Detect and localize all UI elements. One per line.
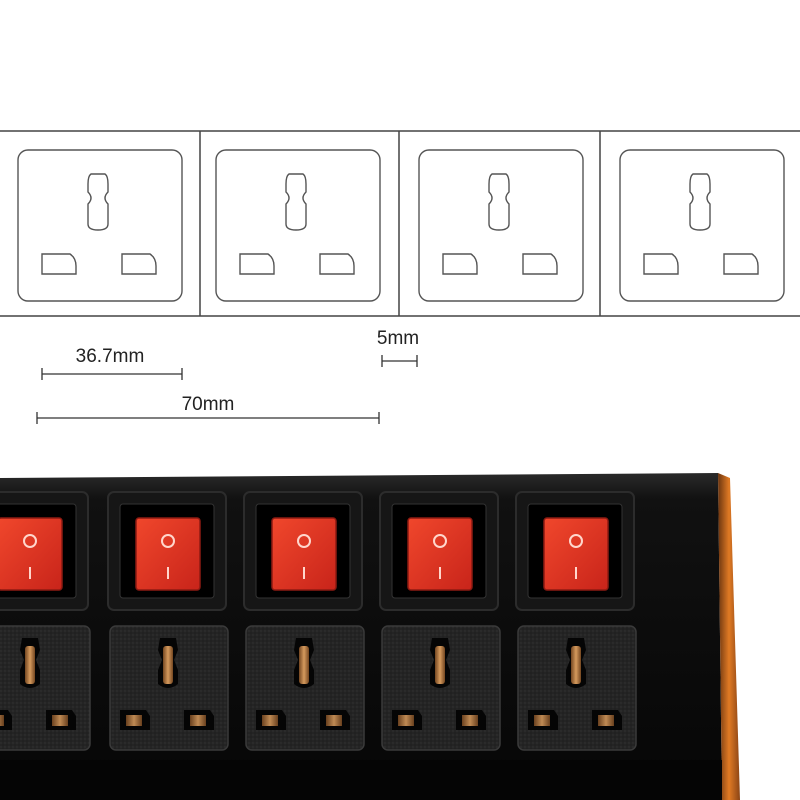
live-pin-outline bbox=[723, 253, 759, 275]
strip-end-cap bbox=[718, 473, 740, 800]
rocker-switch-icon[interactable] bbox=[243, 491, 363, 611]
earth-pin-outline bbox=[87, 173, 109, 231]
socket-outline bbox=[215, 149, 381, 302]
earth-pin-outline bbox=[285, 173, 307, 231]
live-pin-outline bbox=[41, 253, 77, 275]
socket-outline-diagram: 36.7mm 5mm 70mm bbox=[0, 130, 800, 424]
dimension-socket-width: 36.7mm bbox=[41, 346, 183, 380]
power-strip-photo bbox=[0, 473, 800, 800]
dimension-label-socket-width: 36.7mm bbox=[76, 346, 145, 367]
dimension-gap: 5mm bbox=[377, 328, 419, 367]
socket-outline bbox=[619, 149, 785, 302]
dimension-label-pitch: 70mm bbox=[182, 394, 235, 415]
socket-outline bbox=[17, 149, 183, 302]
rocker-switch-icon[interactable] bbox=[0, 491, 89, 611]
earth-pin-outline bbox=[488, 173, 510, 231]
live-pin-outline bbox=[121, 253, 157, 275]
universal-socket-icon[interactable] bbox=[109, 625, 229, 751]
live-pin-outline bbox=[442, 253, 478, 275]
universal-socket-icon[interactable] bbox=[381, 625, 501, 751]
universal-socket-icon[interactable] bbox=[0, 625, 91, 751]
universal-socket-icon[interactable] bbox=[245, 625, 365, 751]
live-pin-outline bbox=[522, 253, 558, 275]
rocker-switch-icon[interactable] bbox=[379, 491, 499, 611]
rocker-switch-icon[interactable] bbox=[515, 491, 635, 611]
earth-pin-outline bbox=[689, 173, 711, 231]
strip-bottom-rail bbox=[0, 760, 722, 800]
universal-socket-icon[interactable] bbox=[517, 625, 637, 751]
live-pin-outline bbox=[239, 253, 275, 275]
strip-end-edge bbox=[740, 478, 800, 800]
socket-outline bbox=[418, 149, 584, 302]
dimension-pitch: 70mm bbox=[36, 394, 380, 424]
rocker-switch-icon[interactable] bbox=[107, 491, 227, 611]
dimension-label-gap: 5mm bbox=[377, 328, 419, 349]
live-pin-outline bbox=[319, 253, 355, 275]
live-pin-outline bbox=[643, 253, 679, 275]
